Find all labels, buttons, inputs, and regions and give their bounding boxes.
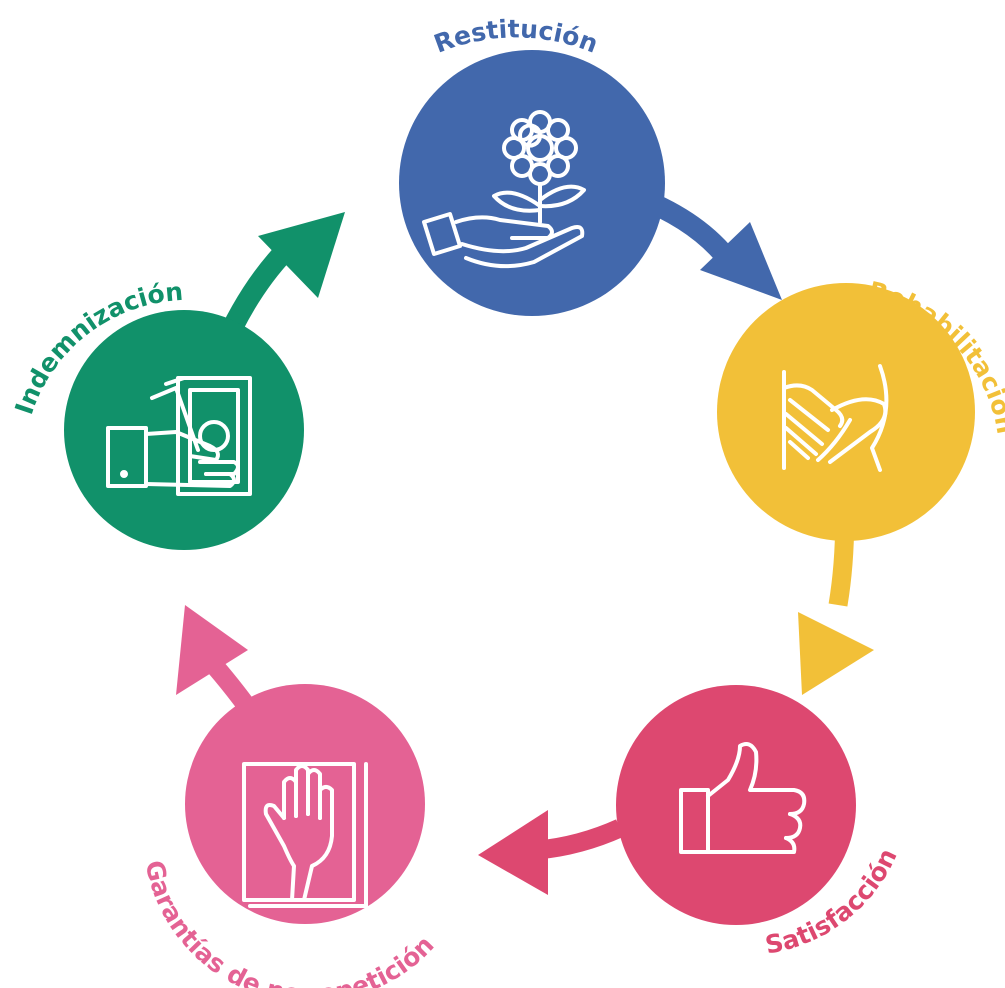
restitucion-circle [399,50,665,316]
node-garantias: Garantías de no repetición [140,684,439,988]
node-satisfaccion: Satisfacción [616,685,903,960]
satisfaccion-circle [616,685,856,925]
hand-with-money-icon [106,376,252,496]
node-rehabilitacion: Rehabilitación [717,276,1005,541]
hand-on-book-icon [242,762,368,908]
node-indemnizacion: Indemnización [9,277,304,550]
rehabilitacion-circle [717,283,975,541]
arrow-satisfaccion-to-garantias [478,810,624,895]
hand-holding-flower-icon [422,110,586,269]
thumbs-up-icon [679,742,807,854]
helping-hands-icon [782,364,889,472]
arrow-garantias-to-indemnizacion [176,605,262,722]
node-restitucion: Restitución [399,14,665,316]
indemnizacion-circle [64,310,304,550]
